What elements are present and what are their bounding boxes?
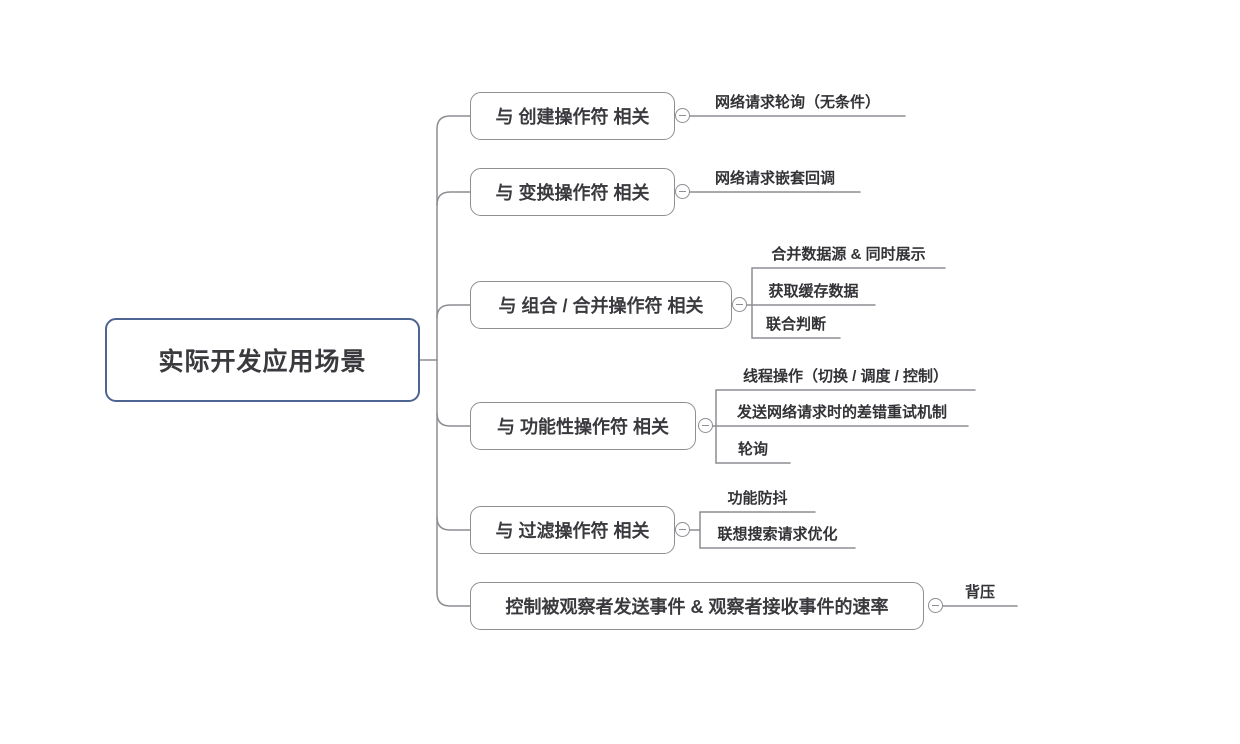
leaf-network-polling-unconditional[interactable]: 网络请求轮询（无条件） [714, 94, 880, 111]
minus-icon [702, 424, 709, 427]
branch-filter-operators[interactable]: 与 过滤操作符 相关 [470, 506, 675, 554]
branch-create-operators[interactable]: 与 创建操作符 相关 [470, 92, 675, 140]
collapse-handle-1[interactable] [675, 108, 690, 123]
leaf-combined-judgement[interactable]: 联合判断 [765, 316, 826, 333]
leaf-function-debounce[interactable]: 功能防抖 [727, 490, 788, 507]
branch-functional-operators[interactable]: 与 功能性操作符 相关 [470, 402, 696, 450]
leaf-get-cached-data[interactable]: 获取缓存数据 [768, 283, 859, 300]
elbow-branch-5 [436, 516, 471, 531]
elbow-branch-3 [436, 304, 471, 319]
elbow-branch-2 [436, 191, 471, 206]
leaf-search-suggestion-optimization[interactable]: 联想搜索请求优化 [717, 526, 838, 543]
leaf-polling[interactable]: 轮询 [737, 441, 768, 458]
branch-combine-merge-operators[interactable]: 与 组合 / 合并操作符 相关 [470, 281, 732, 329]
leaf-error-retry-mechanism[interactable]: 发送网络请求时的差错重试机制 [736, 404, 947, 421]
elbow-branch-4 [436, 412, 471, 427]
minus-icon [932, 604, 939, 607]
leaf-thread-operations[interactable]: 线程操作（切换 / 调度 / 控制） [742, 368, 948, 385]
minus-icon [679, 190, 686, 193]
collapse-handle-2[interactable] [675, 184, 690, 199]
root-node[interactable]: 实际开发应用场景 [105, 318, 420, 402]
collapse-handle-5[interactable] [675, 522, 690, 537]
trunk-line [436, 115, 471, 607]
branch-event-rate-control[interactable]: 控制被观察者发送事件 & 观察者接收事件的速率 [470, 582, 924, 630]
collapse-handle-6[interactable] [928, 598, 943, 613]
leaf-nested-network-callback[interactable]: 网络请求嵌套回调 [714, 170, 835, 187]
collapse-handle-4[interactable] [698, 418, 713, 433]
minus-icon [679, 528, 686, 531]
minus-icon [679, 114, 686, 117]
leaf-backpressure[interactable]: 背压 [964, 584, 995, 601]
collapse-handle-3[interactable] [732, 297, 747, 312]
branch-transform-operators[interactable]: 与 变换操作符 相关 [470, 168, 675, 216]
minus-icon [736, 303, 743, 306]
leaf-merge-datasource-display[interactable]: 合并数据源 & 同时展示 [771, 246, 926, 263]
